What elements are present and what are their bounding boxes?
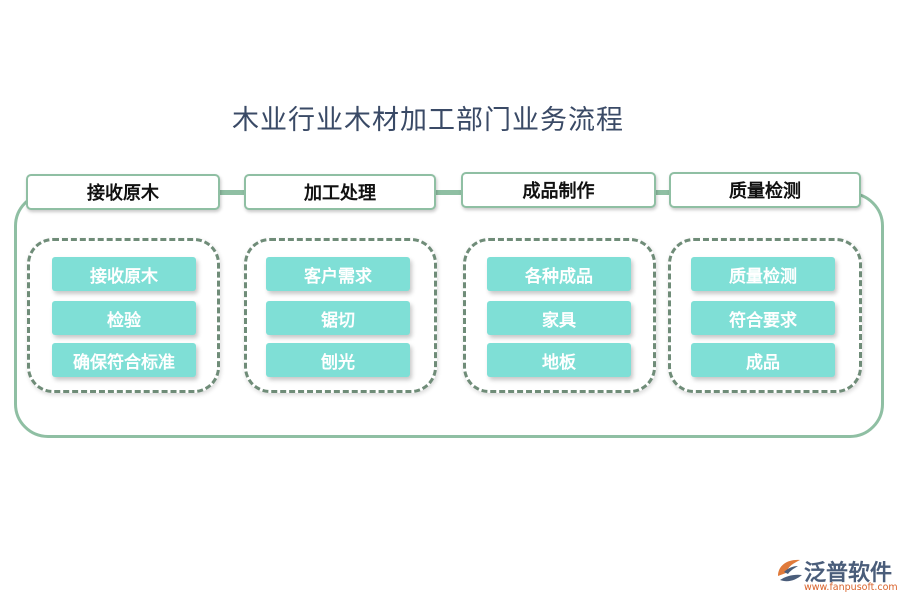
step-item: 符合要求 — [691, 301, 835, 335]
step-item: 家具 — [487, 301, 631, 335]
stage-group-4 — [668, 238, 862, 393]
logo-url: www.fanpusoft.com — [804, 582, 898, 593]
brand-logo: 泛普软件 www.fanpusoft.com — [770, 554, 898, 598]
stage-header-3: 成品制作 — [461, 172, 656, 208]
stage-group-2 — [244, 238, 437, 393]
diagram-title: 木业行业木材加工部门业务流程 — [232, 105, 624, 136]
step-item: 锯切 — [266, 301, 410, 335]
logo-name: 泛普软件 — [804, 561, 893, 586]
stage-group-3 — [463, 238, 656, 393]
step-item: 接收原木 — [52, 257, 196, 291]
stage-header-1: 接收原木 — [26, 174, 220, 210]
stage-group-1 — [27, 238, 220, 393]
step-item: 成品 — [691, 343, 835, 377]
stage-header-2: 加工处理 — [244, 174, 436, 210]
stage-header-4: 质量检测 — [669, 172, 861, 208]
step-item: 检验 — [52, 301, 196, 335]
step-item: 各种成品 — [487, 257, 631, 291]
connector-1-2 — [219, 190, 245, 193]
connector-3-4 — [655, 190, 670, 193]
connector-2-3 — [435, 190, 462, 193]
step-item: 确保符合标准 — [52, 343, 196, 377]
step-item: 客户需求 — [266, 257, 410, 291]
step-item: 地板 — [487, 343, 631, 377]
logo-icon — [778, 559, 802, 582]
step-item: 质量检测 — [691, 257, 835, 291]
step-item: 刨光 — [266, 343, 410, 377]
